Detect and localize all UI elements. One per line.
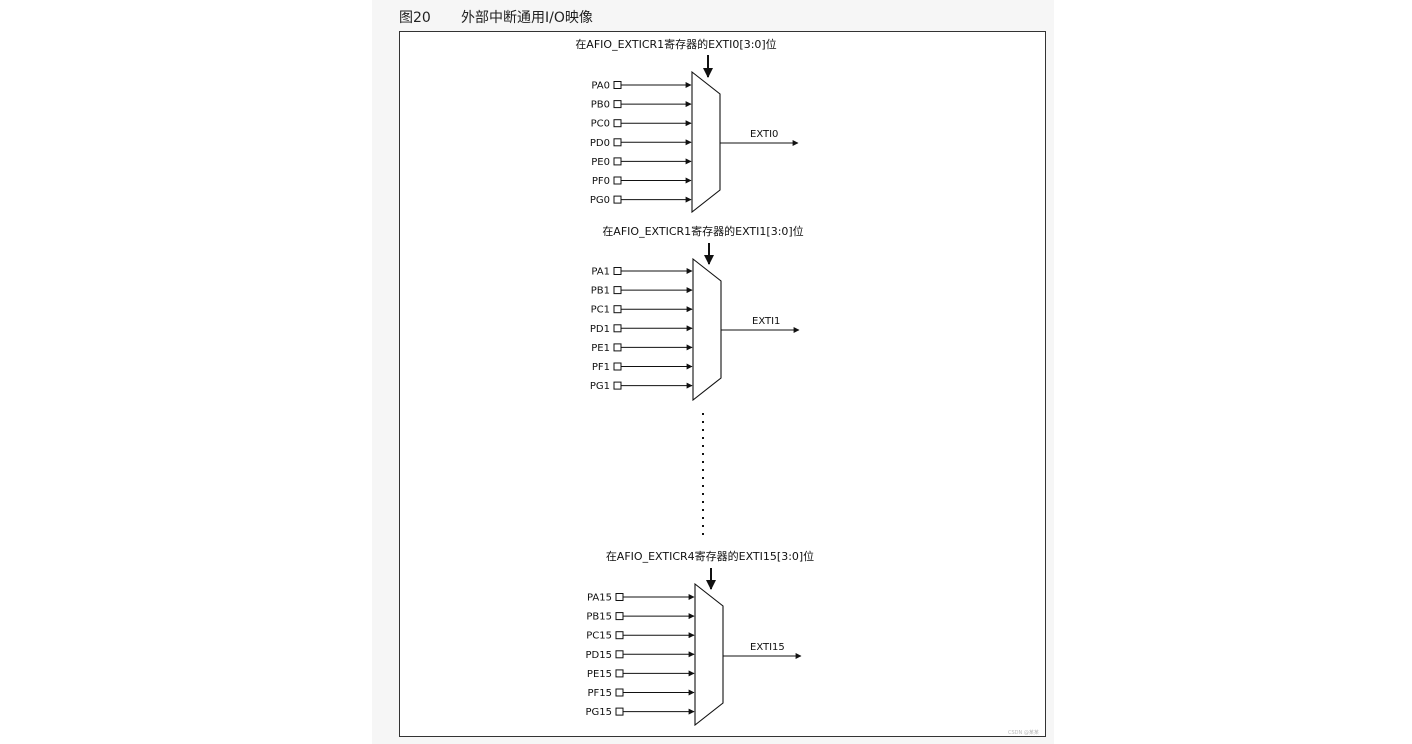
pin-box <box>615 612 624 621</box>
mux-blocks: 在AFIO_EXTICR1寄存器的EXTI0[3:0]位 PA0PB0PC0PD0… <box>575 37 814 727</box>
pin-label-pd15: PD15 <box>586 650 612 661</box>
pin-box <box>613 81 622 89</box>
pin-label-pe1: PE1 <box>591 343 610 354</box>
pin-label-pc0: PC0 <box>591 119 610 130</box>
pin-label-pa15: PA15 <box>587 593 612 604</box>
register-label: 在AFIO_EXTICR1寄存器的EXTI1[3:0]位 <box>602 224 803 238</box>
pin-box <box>615 593 624 601</box>
pin-label-pg15: PG15 <box>585 707 612 718</box>
pin-box <box>613 324 622 333</box>
pin-label-pb15: PB15 <box>586 612 612 623</box>
pin-box <box>615 631 624 640</box>
pin-box <box>613 100 622 109</box>
pin-label-pe15: PE15 <box>587 669 612 680</box>
register-label: 在AFIO_EXTICR4寄存器的EXTI15[3:0]位 <box>606 549 814 563</box>
pin-box <box>613 267 622 275</box>
pin-label-pc1: PC1 <box>591 305 610 316</box>
pin-label-pa0: PA0 <box>591 81 610 92</box>
output-label: EXTI15 <box>750 642 785 653</box>
output-label: EXTI1 <box>752 316 780 327</box>
pin-label-pg0: PG0 <box>590 195 610 206</box>
mux-block-exti1: 在AFIO_EXTICR1寄存器的EXTI1[3:0]位 PA1PB1PC1PD1… <box>590 224 804 402</box>
pin-box <box>613 157 622 166</box>
pin-box <box>613 286 622 295</box>
pin-label-pf15: PF15 <box>587 688 612 699</box>
pin-label-pf1: PF1 <box>592 362 610 373</box>
figure-title: 外部中断通用I/O映像 <box>461 10 593 26</box>
pin-box <box>615 707 624 716</box>
pin-label-pa1: PA1 <box>591 267 610 278</box>
pin-box <box>613 362 622 371</box>
pin-box <box>613 343 622 352</box>
pin-label-pg1: PG1 <box>590 381 610 392</box>
watermark: CSDN @某某 <box>1008 730 1039 736</box>
mux-shape <box>692 257 722 402</box>
pin-box <box>613 119 622 128</box>
pin-box <box>615 688 624 697</box>
pin-box <box>613 381 622 390</box>
pin-box <box>613 138 622 147</box>
pin-box <box>613 176 622 185</box>
pin-box <box>613 305 622 314</box>
pin-label-pd0: PD0 <box>590 138 610 149</box>
register-label: 在AFIO_EXTICR1寄存器的EXTI0[3:0]位 <box>575 37 776 51</box>
mux-shape <box>691 70 721 214</box>
mux-block-exti15: 在AFIO_EXTICR4寄存器的EXTI15[3:0]位 PA15PB15PC1… <box>585 549 814 727</box>
output-label: EXTI0 <box>750 129 778 140</box>
mux-shape <box>694 582 724 727</box>
pin-label-pb0: PB0 <box>591 100 610 111</box>
pin-label-pc15: PC15 <box>586 631 612 642</box>
pin-label-pe0: PE0 <box>591 157 610 168</box>
pin-box <box>615 669 624 678</box>
mux-block-exti0: 在AFIO_EXTICR1寄存器的EXTI0[3:0]位 PA0PB0PC0PD0… <box>575 37 799 214</box>
pin-label-pb1: PB1 <box>591 286 610 297</box>
pin-label-pd1: PD1 <box>590 324 610 335</box>
figure-number: 图20 <box>399 10 431 26</box>
pin-label-pf0: PF0 <box>592 176 610 187</box>
pin-box <box>615 650 624 659</box>
pin-box <box>613 195 622 204</box>
